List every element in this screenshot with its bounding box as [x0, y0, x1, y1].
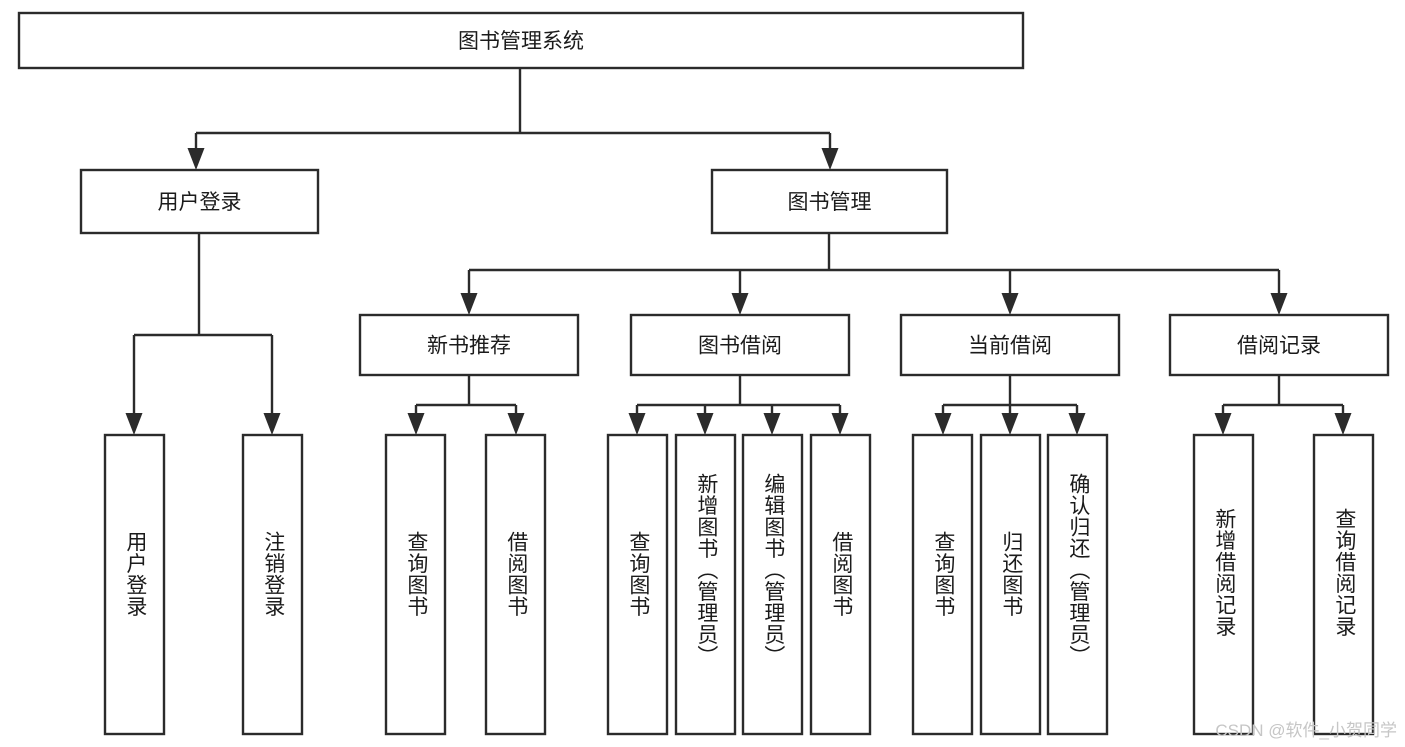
- node-label: 新书推荐: [427, 335, 511, 358]
- node-box-leaf-10[interactable]: [1046, 433, 1109, 736]
- node-box-level1-1[interactable]: [710, 168, 949, 235]
- node-box-leaf-7[interactable]: [809, 433, 872, 736]
- arrow-head-icon: [831, 413, 849, 435]
- arrow-head-icon: [1068, 413, 1086, 435]
- node-label: 用户登录: [158, 191, 242, 214]
- node-box-leaf-5[interactable]: [674, 433, 737, 736]
- arrow-head-icon: [263, 413, 281, 435]
- node-label: 图书管理系统: [458, 30, 584, 53]
- node-box-leaf-11[interactable]: [1192, 433, 1255, 736]
- connectors-layer: [125, 68, 1352, 435]
- node-label: 借阅记录: [1237, 335, 1321, 358]
- node-label: 图书借阅: [698, 335, 782, 358]
- node-box-leaf-12[interactable]: [1312, 433, 1375, 736]
- arrow-head-icon: [187, 148, 205, 170]
- node-label: 当前借阅: [968, 335, 1052, 358]
- node-box-leaf-8[interactable]: [911, 433, 974, 736]
- node-box-root[interactable]: [17, 11, 1025, 70]
- arrow-head-icon: [1214, 413, 1232, 435]
- node-box-leaf-4[interactable]: [606, 433, 669, 736]
- arrow-head-icon: [1270, 293, 1288, 315]
- node-box-level2-2[interactable]: [899, 313, 1121, 377]
- node-label: 图书管理: [788, 191, 872, 214]
- arrow-head-icon: [407, 413, 425, 435]
- arrow-head-icon: [1001, 293, 1019, 315]
- arrow-head-icon: [821, 148, 839, 170]
- arrow-head-icon: [763, 413, 781, 435]
- node-boxes-layer: [17, 11, 1390, 736]
- arrow-head-icon: [507, 413, 525, 435]
- arrow-head-icon: [460, 293, 478, 315]
- arrow-head-icon: [125, 413, 143, 435]
- arrow-head-icon: [1001, 413, 1019, 435]
- node-box-leaf-2[interactable]: [384, 433, 447, 736]
- watermark-text: CSDN @软件_小贺同学: [1215, 721, 1397, 740]
- node-box-leaf-9[interactable]: [979, 433, 1042, 736]
- arrow-head-icon: [1334, 413, 1352, 435]
- node-box-level2-1[interactable]: [629, 313, 851, 377]
- arrow-head-icon: [628, 413, 646, 435]
- arrow-head-icon: [934, 413, 952, 435]
- node-box-level2-3[interactable]: [1168, 313, 1390, 377]
- node-box-leaf-1[interactable]: [241, 433, 304, 736]
- node-box-level1-0[interactable]: [79, 168, 320, 235]
- node-box-level2-0[interactable]: [358, 313, 580, 377]
- arrow-head-icon: [696, 413, 714, 435]
- arrow-head-icon: [731, 293, 749, 315]
- node-box-leaf-3[interactable]: [484, 433, 547, 736]
- node-box-leaf-6[interactable]: [741, 433, 804, 736]
- node-box-leaf-0[interactable]: [103, 433, 166, 736]
